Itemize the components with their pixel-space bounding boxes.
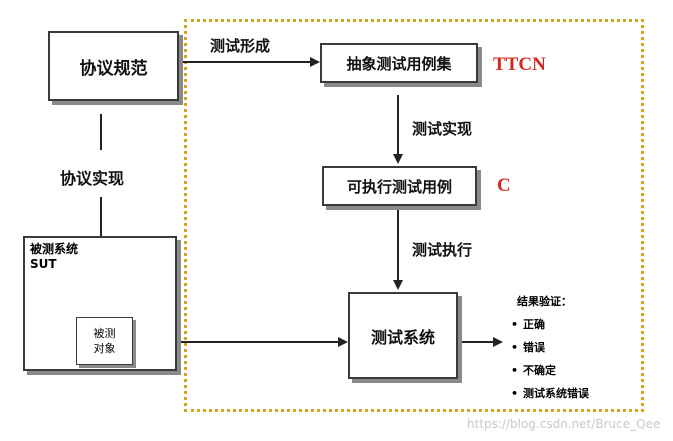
abstract-test-suite-box: 抽象测试用例集 [320, 43, 478, 83]
sut-title: 被测系统 SUT [30, 242, 79, 271]
results-list: 结果验证： 正确 错误 不确定 测试系统错误 [511, 290, 589, 405]
label-protocol-implementation: 协议实现 [60, 169, 125, 188]
result-item: 不确定 [511, 359, 589, 382]
protocol-spec-box: 协议规范 [48, 31, 179, 101]
test-system-label: 测试系统 [370, 327, 435, 347]
results-title: 结果验证： [517, 295, 572, 308]
abstract-test-suite-label: 抽象测试用例集 [346, 54, 452, 73]
result-item: 测试系统错误 [511, 382, 589, 405]
c-notation: C [497, 175, 511, 196]
test-system-box: 测试系统 [348, 292, 458, 379]
protocol-spec-label: 协议规范 [79, 58, 148, 79]
label-test-implementation: 测试实现 [412, 120, 473, 138]
label-test-execution: 测试执行 [412, 241, 473, 259]
iut-label: 被测 对象 [93, 327, 116, 355]
executable-test-suite-box: 可执行测试用例 [322, 166, 477, 206]
watermark: https://blog.csdn.net/Bruce_Qee [467, 417, 661, 431]
label-test-generation: 测试形成 [210, 37, 271, 55]
test-system-region [184, 19, 644, 412]
iut-box: 被测 对象 [76, 317, 133, 365]
ttcn-notation: TTCN [493, 54, 546, 75]
executable-test-suite-label: 可执行测试用例 [346, 177, 452, 196]
result-item: 错误 [511, 336, 589, 359]
result-item: 正确 [511, 313, 589, 336]
